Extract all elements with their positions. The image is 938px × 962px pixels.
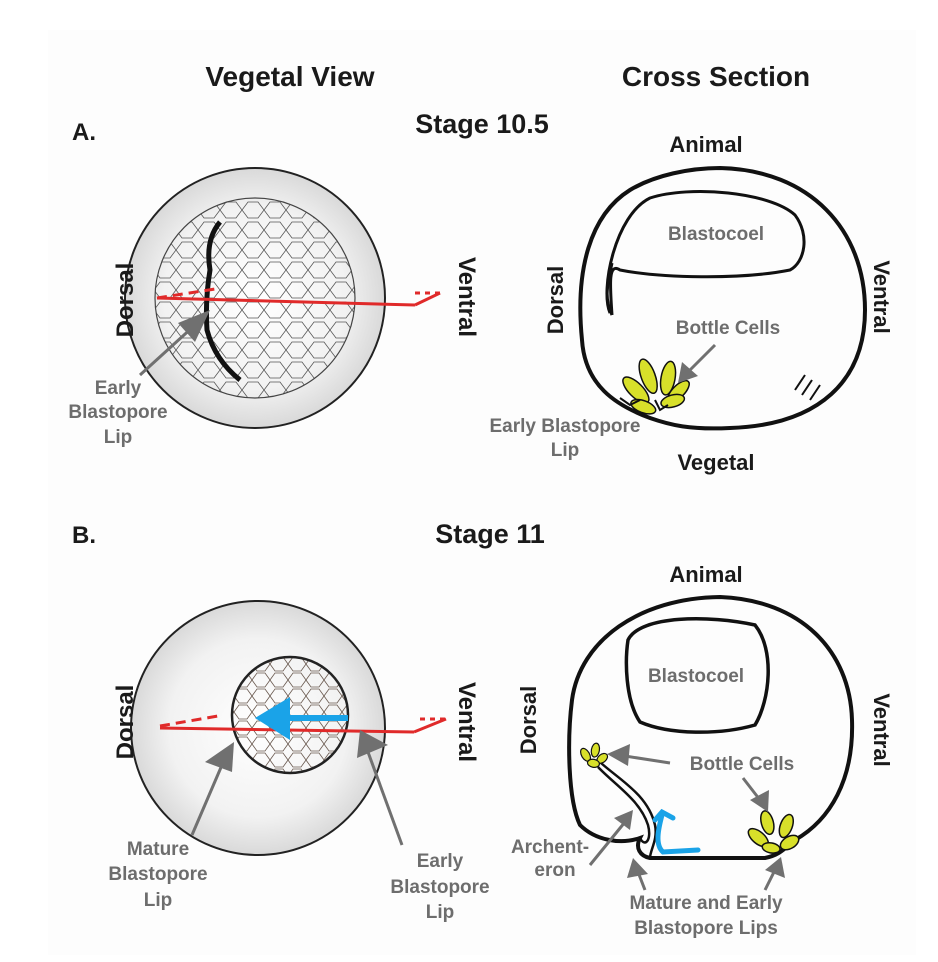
lip-cells xyxy=(619,374,821,412)
b-early-lip-label-2: Blastopore xyxy=(390,877,489,898)
b-archenteron-label-1: Archent- xyxy=(511,837,589,858)
bottle-cells-a xyxy=(622,358,690,415)
a-animal-label: Animal xyxy=(669,132,742,157)
archenteron-wall-inner xyxy=(600,762,657,859)
embryo-outline xyxy=(567,594,855,860)
blastocoel-outline xyxy=(624,617,770,734)
a-lip-label-1: Early xyxy=(95,378,142,399)
archenteron-wall-outer xyxy=(597,766,651,844)
header-vegetal-view: Vegetal View xyxy=(205,61,374,92)
movement-arrow xyxy=(655,812,701,855)
lip-pointer-line xyxy=(138,323,197,377)
bottle-cells-pointer-mature xyxy=(607,744,630,766)
a-lip-label-2: Blastopore xyxy=(68,402,167,423)
section-line-edge xyxy=(414,291,441,307)
b-blastocoel-label: Blastocoel xyxy=(648,666,744,687)
section-line xyxy=(156,296,416,307)
cross-section-stage-10-5 xyxy=(578,165,868,431)
b-early-lip-label-1: Early xyxy=(417,851,464,872)
archenteron-pointer xyxy=(614,810,633,830)
panel-a-stage: Stage 10.5 xyxy=(415,109,549,139)
b-animal-label: Animal xyxy=(669,562,742,587)
a-cs-lip-label-1: Early Blastopore xyxy=(490,416,641,437)
bottle-cells-pointer-early xyxy=(750,790,769,812)
early-lip-pointer xyxy=(765,857,785,878)
b-mature-lip-label-1: Mature xyxy=(127,839,189,860)
b-early-lip-label-3: Lip xyxy=(426,902,455,923)
panel-b-letter: B. xyxy=(72,522,96,549)
b-lips-label-1: Mature and Early xyxy=(629,893,783,914)
a-vegetal-label: Vegetal xyxy=(677,450,754,475)
early-lip-pointer xyxy=(357,730,388,758)
panel-b-stage: Stage 11 xyxy=(435,519,545,549)
a-vegetal-ventral-label: Ventral xyxy=(453,257,480,337)
a-cs-lip-label-2: Lip xyxy=(551,440,580,461)
mature-lip-pointer xyxy=(627,858,648,878)
b-cs-ventral-label: Ventral xyxy=(869,693,894,766)
b-vegetal-ventral-label: Ventral xyxy=(453,682,480,762)
vegetal-view-stage-10-5 xyxy=(124,167,441,429)
movement-arrow-head xyxy=(255,697,290,740)
header-cross-section: Cross Section xyxy=(622,61,810,92)
section-line-dashed xyxy=(159,714,219,728)
b-vegetal-dorsal-label: Dorsal xyxy=(112,685,139,760)
a-cs-ventral-label: Ventral xyxy=(869,260,894,333)
bottle-cells-b-early xyxy=(747,810,800,854)
panel-a-letter: A. xyxy=(72,119,96,146)
b-bottle-cells-label: Bottle Cells xyxy=(690,754,795,775)
a-vegetal-dorsal-label: Dorsal xyxy=(112,263,139,338)
b-cs-dorsal-label: Dorsal xyxy=(516,686,541,754)
b-lips-label-2: Blastopore Lips xyxy=(634,918,778,939)
a-cs-dorsal-label: Dorsal xyxy=(543,266,568,334)
b-archenteron-label-2: eron xyxy=(534,860,575,881)
bottle-cells-pointer xyxy=(678,362,698,383)
embryo-outline xyxy=(578,165,868,431)
a-lip-label-3: Lip xyxy=(104,427,133,448)
lip-pointer-arrowhead xyxy=(178,310,210,342)
mature-lip-pointer xyxy=(205,742,234,772)
vegetal-view-stage-11 xyxy=(130,600,447,856)
b-mature-lip-label-2: Blastopore xyxy=(108,864,207,885)
section-line-dashed xyxy=(156,287,216,300)
a-blastocoel-label: Blastocoel xyxy=(668,224,764,245)
blastocoel-outline xyxy=(605,190,806,316)
cross-section-stage-11 xyxy=(567,594,855,891)
bottle-cells-b-mature xyxy=(580,742,609,768)
b-mature-lip-label-3: Lip xyxy=(144,890,173,911)
a-bottle-cells-label: Bottle Cells xyxy=(676,318,781,339)
